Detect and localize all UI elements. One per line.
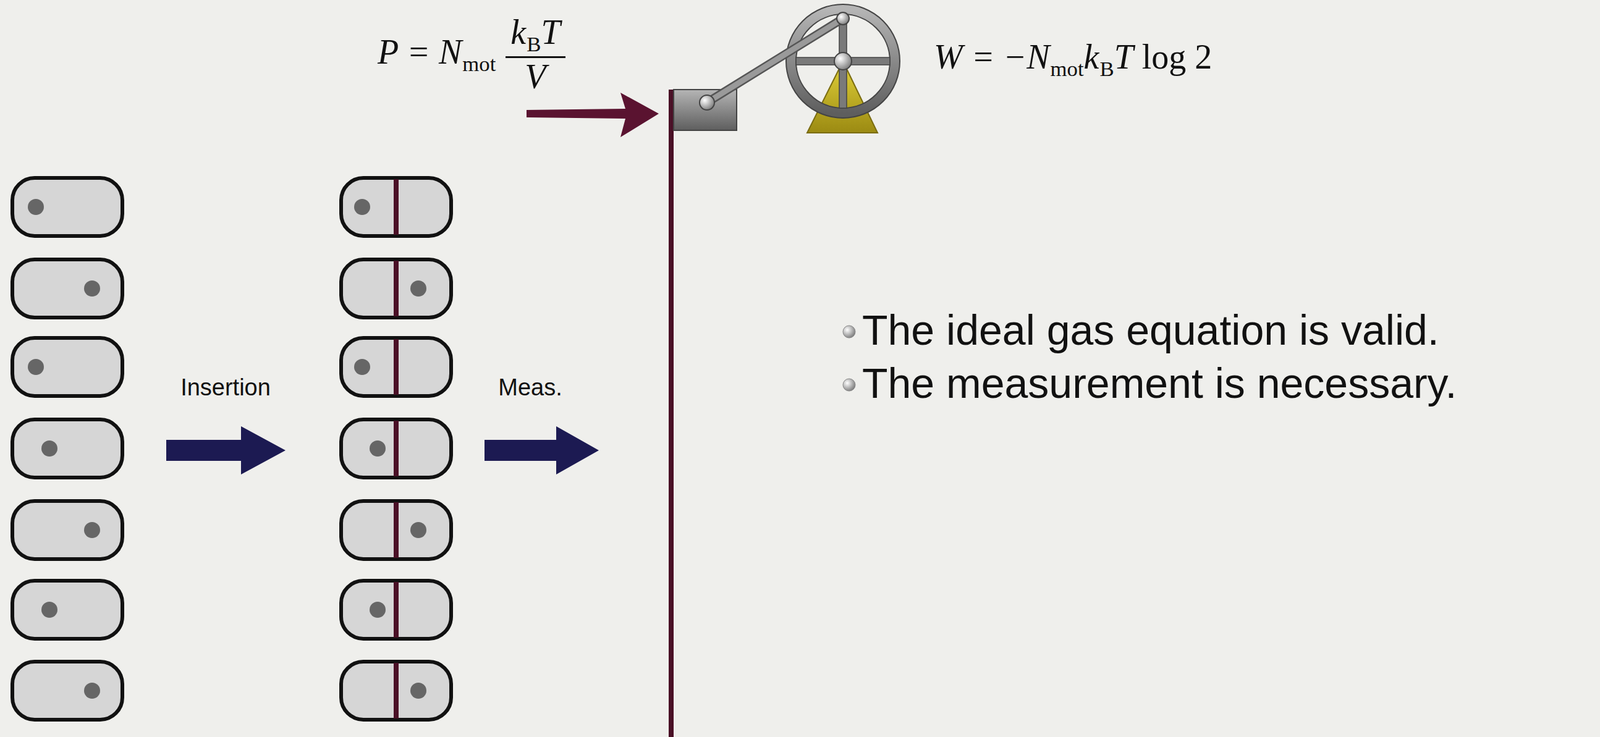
math-symbol: V	[524, 57, 546, 96]
math-symbol: k	[510, 12, 526, 52]
subscript: mot	[462, 51, 496, 77]
process-arrow	[484, 426, 599, 475]
numerator: kBT	[505, 13, 565, 59]
partition	[393, 179, 399, 235]
molecule	[354, 359, 371, 376]
bullet-text: The measurement is necessary.	[862, 359, 1457, 407]
molecule	[27, 359, 44, 376]
pivot	[836, 12, 850, 25]
molecule	[369, 601, 386, 618]
bullet-text: The ideal gas equation is valid.	[862, 308, 1440, 352]
math-symbol: W = −N	[933, 37, 1050, 77]
molecule	[84, 280, 101, 297]
bullet	[842, 325, 856, 339]
gas-box	[12, 501, 123, 560]
connecting-rod	[706, 18, 843, 103]
box-column	[341, 177, 452, 720]
box-column	[12, 177, 123, 720]
bullet-text: The measurement is necessary.	[862, 362, 1457, 405]
process-arrow	[166, 426, 286, 475]
gas-box	[12, 259, 123, 318]
subscript: B	[1099, 56, 1114, 81]
partition	[393, 420, 399, 477]
molecule	[369, 440, 386, 457]
pressure-formula: P = Nmot kBT V	[377, 13, 566, 97]
molecule	[410, 522, 427, 539]
gas-box	[341, 259, 452, 318]
gas-box	[341, 419, 452, 478]
step-label: Insertion	[180, 374, 271, 401]
bullet	[842, 378, 856, 392]
math-function: log 2	[1142, 37, 1213, 77]
gas-box	[341, 177, 452, 237]
pivot	[699, 95, 715, 111]
molecule	[41, 440, 58, 457]
fraction: kBT V	[505, 13, 565, 97]
bullet-text: The ideal gas equation is valid.	[862, 306, 1440, 354]
gas-box	[341, 338, 452, 397]
gas-box	[12, 338, 123, 397]
gas-box	[12, 419, 123, 478]
gas-box	[12, 177, 123, 237]
molecule	[354, 198, 371, 216]
math-symbol: T	[540, 12, 560, 52]
piston-head	[673, 89, 737, 131]
work-formula: W = −NmotkBTlog 2	[933, 39, 1212, 81]
math-symbol: T	[1114, 37, 1134, 77]
step-label: Meas.	[498, 374, 562, 401]
math-symbol: P = N	[377, 32, 462, 72]
partition	[393, 663, 399, 719]
molecule	[84, 522, 101, 539]
partition	[393, 582, 399, 638]
step-label: Meas.	[498, 375, 562, 400]
step-label: Insertion	[180, 375, 271, 400]
gas-box	[12, 580, 123, 640]
gas-box	[341, 580, 452, 640]
partition	[393, 260, 399, 317]
gas-box	[341, 661, 452, 720]
math-symbol: k	[1083, 37, 1100, 77]
molecule	[84, 682, 101, 699]
pressure-arrow	[526, 92, 659, 138]
connecting-rod	[706, 18, 843, 103]
piston	[668, 89, 674, 737]
subscript: B	[526, 32, 541, 57]
formula-part: P = Nmot	[377, 33, 496, 77]
partition	[393, 339, 399, 395]
partition	[393, 502, 399, 559]
subscript: mot	[1050, 56, 1084, 81]
molecule	[41, 601, 58, 618]
denominator: V	[519, 58, 551, 97]
gas-box	[341, 501, 452, 560]
gas-box	[12, 661, 123, 720]
molecule	[410, 280, 427, 297]
molecule	[410, 682, 427, 699]
molecule	[27, 198, 44, 216]
flywheel	[786, 4, 900, 119]
